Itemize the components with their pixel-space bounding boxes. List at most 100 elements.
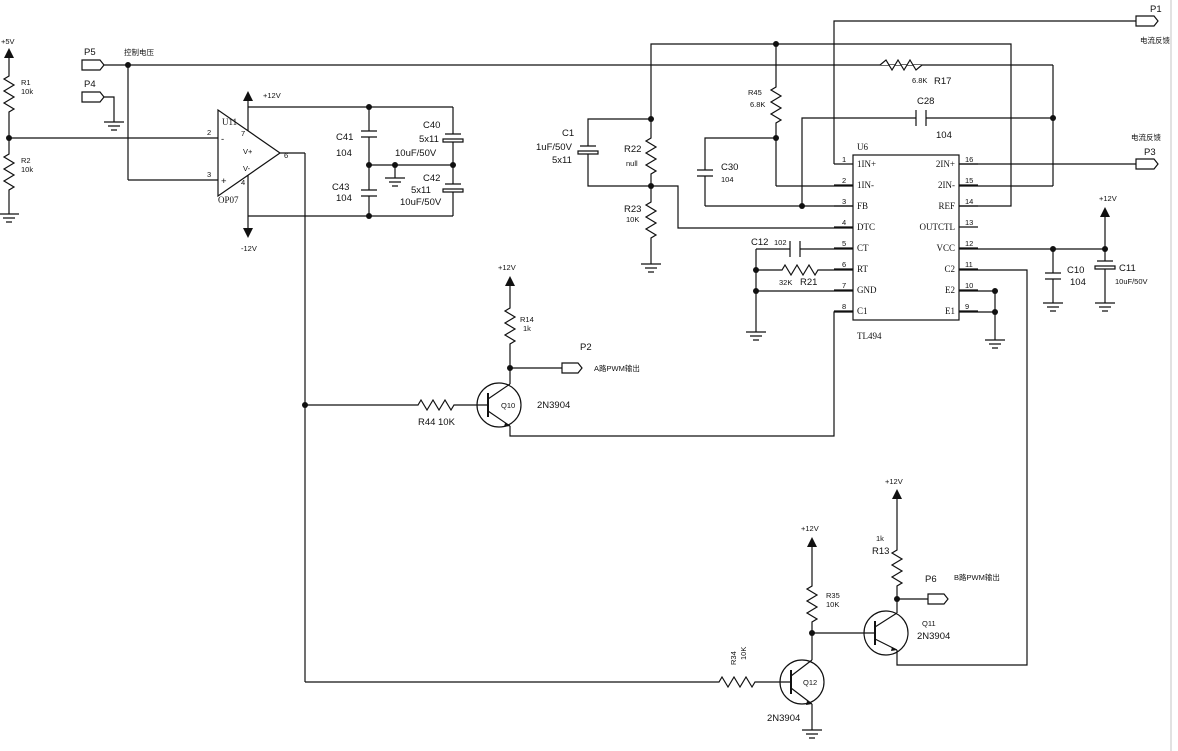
capacitor-c10: C10 104 <box>1045 249 1086 303</box>
capacitor-c43: C43 104 <box>332 165 377 216</box>
pin-number: 7 <box>842 281 846 290</box>
svg-text:R23: R23 <box>624 204 641 215</box>
pin-number: 12 <box>965 239 973 248</box>
svg-text:TL494: TL494 <box>857 331 882 341</box>
svg-text:C11: C11 <box>1119 263 1136 274</box>
pin-name: VCC <box>936 243 955 253</box>
capacitor-c11: C11 10uF/50V <box>1094 249 1148 303</box>
pin-name: 1IN- <box>857 180 874 190</box>
svg-text:R17: R17 <box>934 76 951 87</box>
svg-text:OP07: OP07 <box>218 195 239 205</box>
svg-text:1k: 1k <box>523 324 531 333</box>
pin-name: REF <box>938 201 955 211</box>
svg-text:5x11: 5x11 <box>411 185 431 196</box>
svg-text:P2: P2 <box>580 342 592 353</box>
svg-text:104: 104 <box>336 193 352 204</box>
svg-text:+12V: +12V <box>885 477 903 486</box>
svg-text:+: + <box>221 176 227 187</box>
power-12v-q11: +12V <box>885 477 903 499</box>
resistor-r14: R14 1k <box>504 301 534 351</box>
opamp-u11: U11 OP07 - + V+ V- 2 3 6 7 4 <box>207 108 288 205</box>
svg-text:R22: R22 <box>624 144 641 155</box>
transistor-q12: Q12 2N3904 <box>767 659 825 724</box>
u6-pin-7: 7 GND <box>834 281 877 295</box>
port-p2: P2 A路PWM输出 <box>561 342 640 374</box>
pin-name: GND <box>857 285 877 295</box>
u6-pin-12: 12 VCC <box>936 239 978 253</box>
svg-text:2N3904: 2N3904 <box>917 631 950 642</box>
svg-text:10uF/50V: 10uF/50V <box>400 197 442 208</box>
pin-name: 2IN- <box>938 180 955 190</box>
svg-text:3: 3 <box>207 170 211 179</box>
svg-text:7: 7 <box>241 129 245 138</box>
svg-text:Q11: Q11 <box>922 619 936 628</box>
port-p4: P4 <box>81 79 105 103</box>
svg-text:6.8K: 6.8K <box>912 76 927 85</box>
svg-text:5x11: 5x11 <box>419 134 439 145</box>
svg-text:P1: P1 <box>1150 4 1162 15</box>
pin-name: CT <box>857 243 869 253</box>
pin-name: 2IN+ <box>936 159 955 169</box>
label-12v: +12V <box>263 91 281 100</box>
svg-text:R2: R2 <box>21 156 31 165</box>
potentiometer-r22: R22 null <box>624 131 657 181</box>
capacitor-c12: C12 102 <box>751 237 787 248</box>
svg-text:104: 104 <box>721 175 734 184</box>
u6-pin-1: 1 1IN+ <box>834 155 876 169</box>
u6-pin-14: 14 REF <box>938 197 978 211</box>
capacitor-c30: C30 104 <box>721 162 738 184</box>
svg-text:U6: U6 <box>857 142 868 152</box>
svg-text:10k: 10k <box>21 165 33 174</box>
label-neg12v: -12V <box>241 244 257 253</box>
svg-text:Q12: Q12 <box>803 678 817 687</box>
pin-number: 11 <box>965 260 973 269</box>
svg-text:A路PWM输出: A路PWM输出 <box>594 363 640 373</box>
svg-text:1uF/50V: 1uF/50V <box>536 142 573 153</box>
pin-name: 1IN+ <box>857 159 876 169</box>
svg-text:R21: R21 <box>800 277 817 288</box>
svg-text:2N3904: 2N3904 <box>537 400 570 411</box>
resistor-r44: R44 10K <box>411 399 461 428</box>
svg-text:2N3904: 2N3904 <box>767 713 800 724</box>
svg-text:R44: R44 <box>418 417 435 428</box>
svg-text:104: 104 <box>1070 277 1086 288</box>
svg-text:C28: C28 <box>917 96 934 107</box>
svg-text:10K: 10K <box>826 600 839 609</box>
svg-text:P3: P3 <box>1144 147 1156 158</box>
pin-name: C2 <box>944 264 955 274</box>
pin-name: E2 <box>945 285 955 295</box>
pin-number: 2 <box>842 176 846 185</box>
svg-text:10K: 10K <box>438 417 456 428</box>
svg-text:B路PWM输出: B路PWM输出 <box>954 572 1000 582</box>
pin-number: 3 <box>842 197 846 206</box>
u6-pin-10: 10 E2 <box>945 281 978 295</box>
svg-text:R34: R34 <box>729 651 738 665</box>
svg-text:R13: R13 <box>872 546 889 557</box>
capacitor-c1: C1 1uF/50V 5x11 <box>536 128 574 166</box>
pin-number: 14 <box>965 197 973 206</box>
pin-number: 1 <box>842 155 846 164</box>
svg-text:+12V: +12V <box>1099 194 1117 203</box>
pin-name: OUTCTL <box>920 222 956 232</box>
pin-number: 10 <box>965 281 973 290</box>
pin-name: DTC <box>857 222 875 232</box>
svg-text:10K: 10K <box>739 647 748 660</box>
svg-text:10K: 10K <box>626 215 639 224</box>
svg-text:C10: C10 <box>1067 265 1084 276</box>
svg-text:P4: P4 <box>84 79 96 90</box>
resistor-r45: R45 6.8K <box>748 80 782 130</box>
svg-text:null: null <box>626 159 638 168</box>
resistor-r23: R23 10K <box>624 195 657 245</box>
svg-text:104: 104 <box>936 130 952 141</box>
svg-text:1k: 1k <box>876 534 884 543</box>
svg-text:6: 6 <box>284 151 288 160</box>
svg-text:电流反馈: 电流反馈 <box>1140 35 1170 45</box>
resistor-r13: 1k R13 <box>872 534 903 593</box>
capacitor-c28: C28 104 <box>917 96 952 141</box>
pin-number: 13 <box>965 218 973 227</box>
